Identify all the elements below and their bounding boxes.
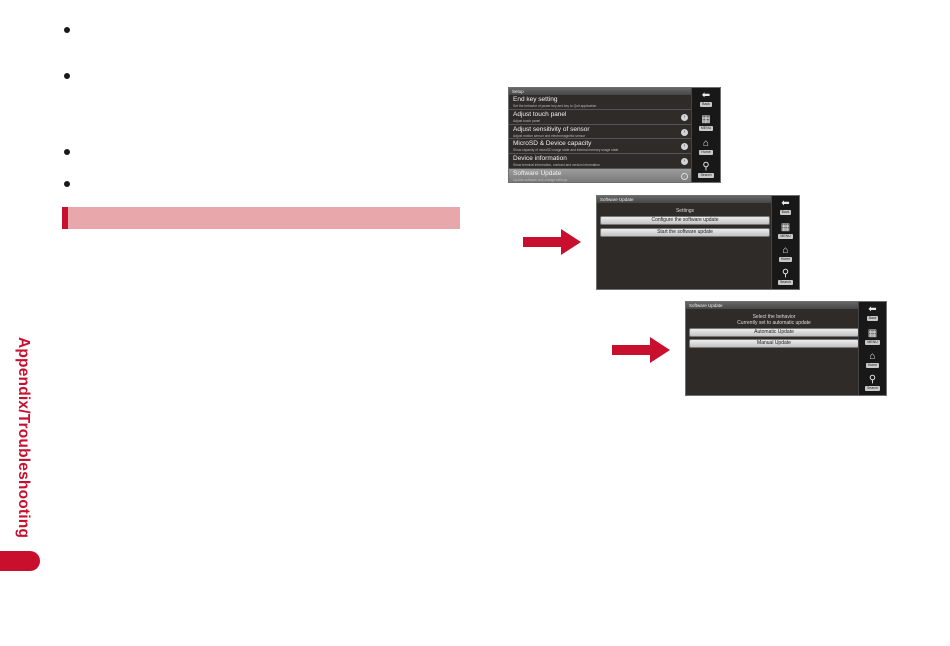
flow-arrow-2-shape — [612, 337, 670, 363]
setup-item-adjust-touch-panel[interactable]: Adjust touch panel Adjust touch panel › — [509, 110, 693, 125]
bullet-1 — [64, 27, 70, 33]
manual-update-button[interactable]: Manual Update — [689, 338, 859, 348]
back-arrow-icon: ⬅ — [701, 90, 711, 101]
setup-item-title: Adjust touch panel — [513, 110, 567, 118]
setup-item-title: MicroSD & Device capacity — [513, 140, 592, 148]
back-button[interactable]: ⬅ Back — [694, 90, 718, 112]
settings-titlebar: Software Update — [597, 196, 773, 203]
search-icon: ⚲ — [868, 374, 877, 385]
back-arrow-icon: ⬅ — [868, 304, 877, 315]
setup-nav-sidebar: ⬅ Back ▦ MENU ⌂ Home ⚲ Search — [691, 88, 720, 182]
home-icon: ⌂ — [782, 245, 789, 256]
setup-titlebar: Setup — [509, 88, 693, 95]
behavior-main-panel: Software Update Select the behavior Curr… — [686, 302, 862, 395]
back-button-label: Back — [700, 102, 712, 107]
behavior-titlebar: Software Update — [686, 302, 862, 309]
chevron-right-icon: › — [681, 172, 688, 180]
menu-button-label: MENU — [865, 340, 880, 345]
settings-header: Settings — [675, 208, 695, 214]
search-icon: ⚲ — [702, 161, 710, 172]
settings-main-panel: Software Update Settings Configure the s… — [597, 196, 773, 289]
setup-item-subtitle: Set the behavior of power key and key to… — [513, 104, 597, 108]
setup-item-adjust-sensor[interactable]: Adjust sensitivity of sensor Adjust moti… — [509, 125, 693, 140]
setup-item-title: Software Update — [513, 169, 562, 177]
setup-item-device-information[interactable]: Device information Show terminal informa… — [509, 154, 693, 169]
flow-arrow-2 — [612, 337, 670, 363]
setup-main-panel: Setup End key setting Set the behavior o… — [509, 88, 693, 182]
bullet-3 — [64, 149, 70, 155]
setup-item-end-key[interactable]: End key setting Set the behavior of powe… — [509, 95, 693, 110]
automatic-update-button[interactable]: Automatic Update — [689, 327, 859, 337]
settings-nav-sidebar: ⬅ Back ▦ MENU ⌂ Home ⚲ Search — [771, 196, 799, 289]
bullet-2 — [64, 73, 70, 79]
search-icon: ⚲ — [781, 268, 790, 279]
home-icon: ⌂ — [869, 351, 876, 362]
screen-software-update-behavior: Software Update Select the behavior Curr… — [685, 301, 887, 396]
menu-button[interactable]: ▦ MENU — [774, 222, 797, 244]
chapter-tab: Appendix/Troubleshooting — [0, 331, 46, 577]
home-button[interactable]: ⌂ Home — [861, 351, 884, 373]
configure-software-update-button[interactable]: Configure the software update — [600, 215, 770, 225]
setup-item-microsd-capacity[interactable]: MicroSD & Device capacity Show capacity … — [509, 139, 693, 155]
search-button[interactable]: ⚲ Search — [774, 268, 797, 289]
home-button[interactable]: ⌂ Home — [694, 138, 718, 160]
setup-item-title: Device information — [513, 155, 567, 163]
back-button[interactable]: ⬅ Back — [774, 198, 797, 220]
back-button-label: Back — [779, 210, 792, 215]
setup-item-software-update[interactable]: Software Update Update software and chan… — [509, 168, 693, 182]
screen-software-update-settings: Software Update Settings Configure the s… — [596, 195, 800, 290]
home-button-label: Home — [865, 363, 880, 368]
home-icon: ⌂ — [702, 138, 710, 149]
setup-item-subtitle: Update software and change settings — [513, 177, 568, 182]
chapter-tab-label: Appendix/Troubleshooting — [15, 337, 32, 539]
menu-grid-icon: ▦ — [701, 114, 711, 125]
setup-item-title: Adjust sensitivity of sensor — [513, 125, 590, 133]
chevron-right-icon: › — [681, 113, 688, 121]
chevron-right-icon: › — [681, 158, 688, 166]
page-tab-marker — [0, 551, 40, 571]
menu-grid-icon: ▦ — [867, 328, 878, 339]
setup-item-subtitle: Adjust touch panel — [513, 118, 541, 123]
menu-grid-icon: ▦ — [780, 222, 791, 233]
behavior-subheader: Currently set to automatic update — [737, 320, 811, 326]
section-heading-accent — [62, 207, 68, 229]
search-button-label: Search — [698, 173, 714, 178]
behavior-header: Select the behavior — [752, 314, 796, 320]
menu-button[interactable]: ▦ MENU — [694, 114, 718, 136]
setup-item-subtitle: Show capacity of microSD usage state and… — [513, 148, 619, 153]
menu-button-label: MENU — [698, 126, 714, 131]
start-software-update-button[interactable]: Start the software update — [600, 227, 770, 237]
setup-item-subtitle: Show terminal information, contract and … — [513, 163, 600, 168]
back-button[interactable]: ⬅ Back — [861, 304, 884, 326]
menu-button[interactable]: ▦ MENU — [861, 328, 884, 350]
screen-setup: Setup End key setting Set the behavior o… — [508, 87, 721, 183]
chevron-right-icon: › — [681, 128, 688, 136]
menu-button-label: MENU — [778, 234, 793, 239]
home-button[interactable]: ⌂ Home — [774, 245, 797, 267]
search-button[interactable]: ⚲ Search — [861, 374, 884, 395]
flow-arrow-1-shape — [523, 229, 581, 255]
search-button[interactable]: ⚲ Search — [694, 161, 718, 182]
search-button-label: Search — [864, 386, 881, 391]
bullet-4 — [64, 181, 70, 187]
home-button-label: Home — [699, 150, 713, 155]
section-heading-bar — [62, 207, 460, 229]
behavior-nav-sidebar: ⬅ Back ▦ MENU ⌂ Home ⚲ Search — [858, 302, 886, 395]
back-arrow-icon: ⬅ — [781, 198, 790, 209]
search-button-label: Search — [777, 280, 794, 285]
setup-item-title: End key setting — [513, 96, 558, 103]
setup-item-subtitle: Adjust motion sensor and electromagnetic… — [513, 133, 586, 138]
flow-arrow-1 — [523, 229, 581, 255]
back-button-label: Back — [866, 316, 879, 321]
home-button-label: Home — [778, 257, 793, 262]
chevron-right-icon: › — [681, 143, 688, 151]
